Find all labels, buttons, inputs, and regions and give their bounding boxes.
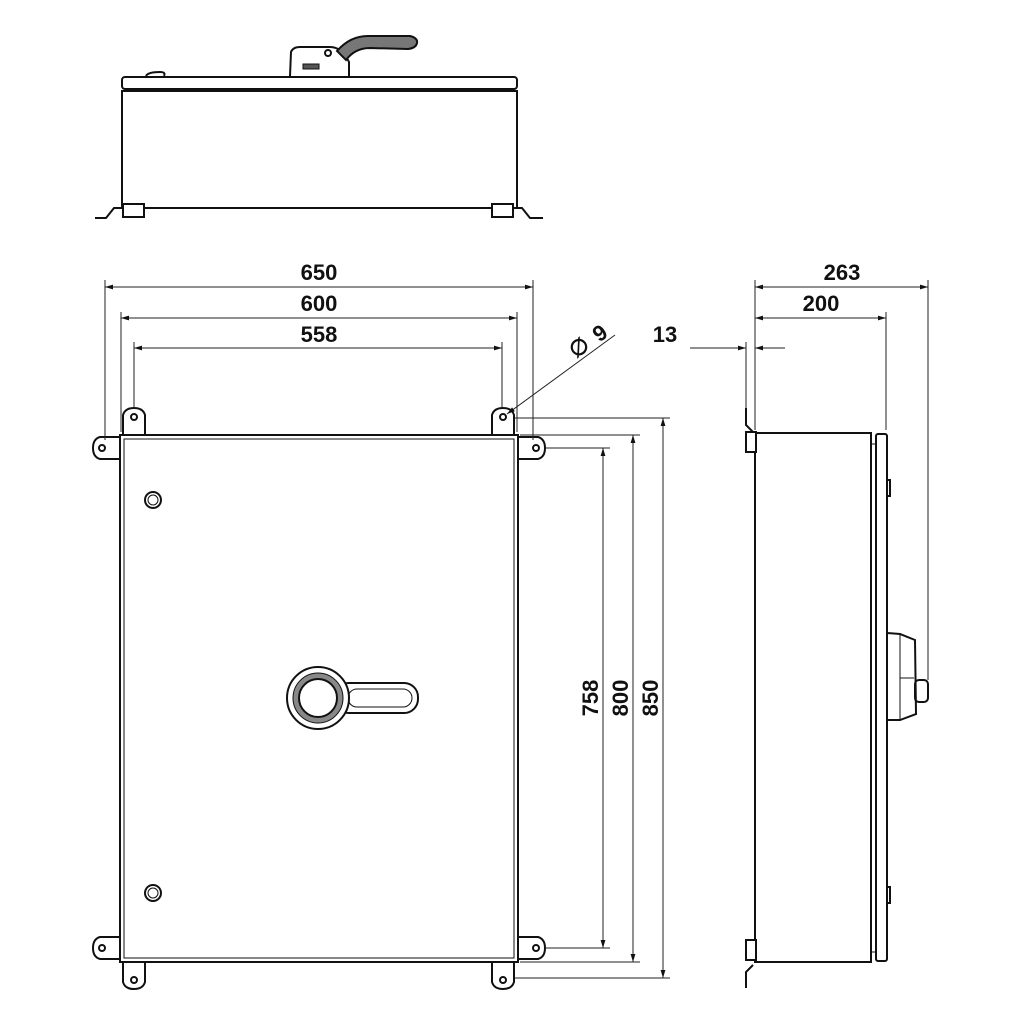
top-view-handle	[289, 35, 419, 77]
enclosure-body	[119, 434, 519, 963]
dim-758: 758	[578, 680, 603, 717]
enclosure-door	[123, 438, 515, 959]
dim-800: 800	[608, 680, 633, 717]
side-view-handle	[886, 631, 929, 721]
top-view-flanges	[95, 207, 543, 219]
dim-200: 200	[803, 291, 840, 316]
top-view-bracket-left	[122, 203, 145, 218]
diameter-symbol: ∅	[564, 332, 594, 363]
door-lock-bottom	[144, 884, 162, 902]
dim-558: 558	[301, 322, 338, 347]
side-view-bracket-bottom	[745, 939, 757, 961]
dim-9: 9	[588, 319, 613, 346]
dim-13: 13	[653, 322, 677, 347]
front-view	[91, 406, 547, 991]
dim-263: 263	[824, 260, 861, 285]
side-view-flanges	[745, 408, 754, 988]
top-view-door	[121, 76, 518, 90]
top-view-lock	[145, 70, 166, 77]
side-view	[745, 408, 929, 988]
top-view-bracket-right	[491, 203, 514, 218]
dim-600: 600	[301, 291, 338, 316]
side-view-bracket-top	[745, 431, 757, 453]
dim-650: 650	[301, 260, 338, 285]
side-view-door	[875, 433, 888, 962]
top-view	[95, 35, 543, 219]
dim-leader-hole	[506, 334, 616, 415]
top-view-body	[121, 90, 518, 209]
front-dimensions: 650 600 558 ∅ 9 758 800 850	[104, 260, 670, 979]
door-lock-top	[144, 491, 162, 509]
side-dimensions: 263 200 13	[653, 260, 929, 680]
dim-850: 850	[638, 680, 663, 717]
side-view-body	[754, 432, 872, 963]
rotary-handle	[286, 666, 419, 730]
